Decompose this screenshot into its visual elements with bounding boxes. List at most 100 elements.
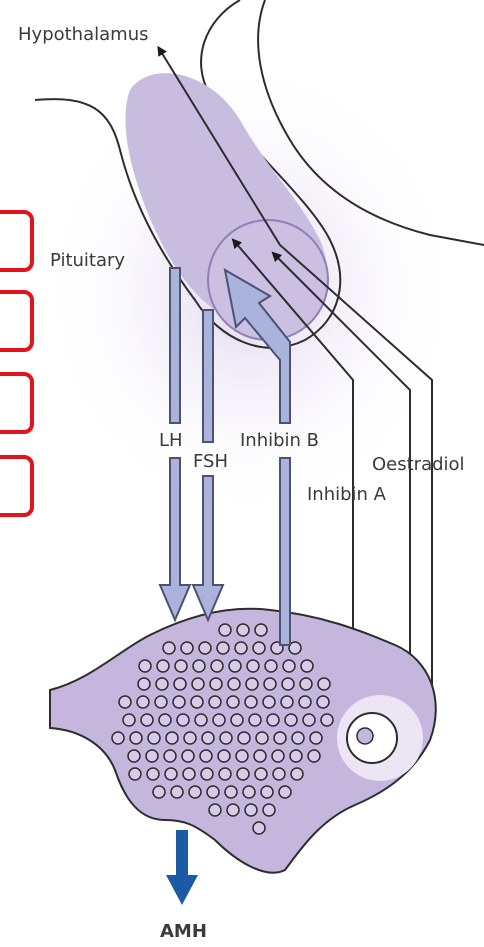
small-follicle — [228, 678, 240, 690]
small-follicle — [207, 786, 219, 798]
small-follicle — [157, 660, 169, 672]
small-follicle — [301, 660, 313, 672]
small-follicle — [290, 750, 302, 762]
small-follicle — [213, 714, 225, 726]
small-follicle — [129, 768, 141, 780]
small-follicle — [155, 696, 167, 708]
small-follicle — [119, 696, 131, 708]
small-follicle — [192, 678, 204, 690]
small-follicle — [191, 696, 203, 708]
small-follicle — [273, 768, 285, 780]
small-follicle — [299, 696, 311, 708]
small-follicle — [235, 642, 247, 654]
small-follicle — [159, 714, 171, 726]
small-follicle — [256, 732, 268, 744]
small-follicle — [123, 714, 135, 726]
small-follicle — [237, 624, 249, 636]
small-follicle — [141, 714, 153, 726]
small-follicle — [246, 678, 258, 690]
small-follicle — [166, 732, 178, 744]
small-follicle — [308, 750, 320, 762]
small-follicle — [255, 768, 267, 780]
small-follicle — [292, 732, 304, 744]
highlight-box-2 — [0, 290, 34, 352]
small-follicle — [146, 750, 158, 762]
hypothalamus-label: Hypothalamus — [18, 24, 148, 45]
highlight-box-1 — [0, 210, 34, 272]
oocyte-icon — [357, 728, 373, 744]
small-follicle — [243, 786, 255, 798]
small-follicle — [231, 714, 243, 726]
small-follicle — [229, 660, 241, 672]
small-follicle — [318, 678, 330, 690]
lh-label: LH — [159, 430, 183, 451]
small-follicle — [130, 732, 142, 744]
small-follicle — [181, 642, 193, 654]
small-follicle — [220, 732, 232, 744]
small-follicle — [227, 696, 239, 708]
small-follicle — [245, 696, 257, 708]
small-follicle — [291, 768, 303, 780]
small-follicle — [310, 732, 322, 744]
small-follicle — [163, 642, 175, 654]
small-follicle — [225, 786, 237, 798]
small-follicle — [321, 714, 333, 726]
small-follicle — [148, 732, 160, 744]
small-follicle — [283, 660, 295, 672]
small-follicle — [209, 804, 221, 816]
small-follicle — [209, 696, 221, 708]
small-follicle — [202, 732, 214, 744]
small-follicle — [238, 732, 250, 744]
pituitary-label: Pituitary — [50, 250, 125, 271]
small-follicle — [236, 750, 248, 762]
small-follicle — [177, 714, 189, 726]
small-follicle — [138, 678, 150, 690]
small-follicle — [189, 786, 201, 798]
small-follicle — [183, 768, 195, 780]
small-follicle — [237, 768, 249, 780]
small-follicle — [137, 696, 149, 708]
small-follicle — [200, 750, 212, 762]
small-follicle — [210, 678, 222, 690]
small-follicle — [245, 804, 257, 816]
small-follicle — [173, 696, 185, 708]
amh-label: AMH — [160, 921, 207, 942]
oestradiol-label: Oestradiol — [372, 454, 465, 475]
amh-arrow — [166, 830, 198, 905]
small-follicle — [247, 660, 259, 672]
inhibin-b-label: Inhibin B — [240, 430, 319, 451]
small-follicle — [128, 750, 140, 762]
small-follicle — [156, 678, 168, 690]
small-follicle — [279, 786, 291, 798]
small-follicle — [193, 660, 205, 672]
small-follicle — [254, 750, 266, 762]
small-follicle — [139, 660, 151, 672]
small-follicle — [264, 678, 276, 690]
small-follicle — [184, 732, 196, 744]
small-follicle — [175, 660, 187, 672]
small-follicle — [153, 786, 165, 798]
small-follicle — [195, 714, 207, 726]
small-follicle — [263, 804, 275, 816]
small-follicle — [174, 678, 186, 690]
highlight-box-4 — [0, 455, 34, 517]
inhibin-a-label: Inhibin A — [307, 484, 387, 505]
small-follicle — [201, 768, 213, 780]
small-follicle — [199, 642, 211, 654]
small-follicle — [281, 696, 293, 708]
small-follicle — [164, 750, 176, 762]
small-follicle — [263, 696, 275, 708]
small-follicle — [253, 822, 265, 834]
small-follicle — [211, 660, 223, 672]
small-follicle — [317, 696, 329, 708]
small-follicle — [253, 642, 265, 654]
small-follicle — [272, 750, 284, 762]
fsh-label: FSH — [193, 451, 228, 472]
small-follicle — [282, 678, 294, 690]
small-follicle — [285, 714, 297, 726]
small-follicle — [182, 750, 194, 762]
small-follicle — [165, 768, 177, 780]
small-follicle — [274, 732, 286, 744]
small-follicle — [147, 768, 159, 780]
